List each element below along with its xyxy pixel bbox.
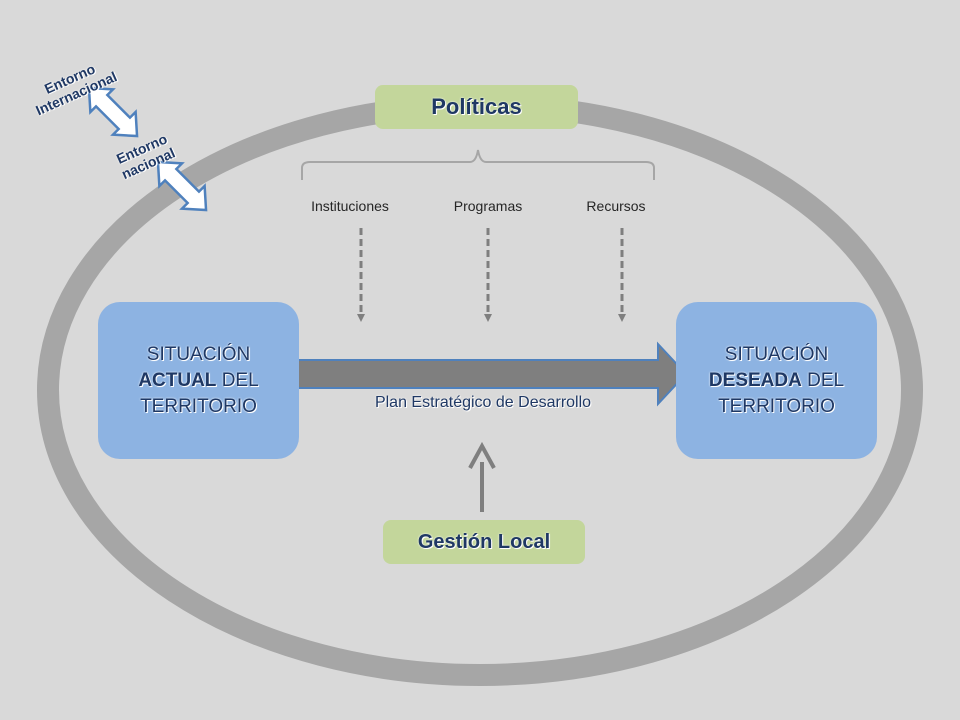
situacion-actual-rest: DEL <box>216 369 259 391</box>
situacion-actual-box: SITUACIÓN ACTUAL DEL TERRITORIO <box>98 302 299 459</box>
plan-main-arrow <box>297 341 688 407</box>
situacion-deseada-line1: SITUACIÓN <box>724 343 829 365</box>
situacion-deseada-line2: DESEADA DEL <box>709 368 844 394</box>
programas-label: Programas <box>453 198 523 214</box>
situacion-deseada-rest: DEL <box>801 369 845 391</box>
politicas-bracket <box>301 149 655 180</box>
politicas-label: Políticas <box>431 94 522 119</box>
recursos-label: Recursos <box>586 198 646 214</box>
gestion-up-arrowhead <box>468 441 496 469</box>
politicas-box: Políticas <box>375 85 578 129</box>
entorno-internacional-arrow <box>87 86 139 138</box>
entorno-nacional-arrow <box>156 160 208 212</box>
plan-label: Plan Estratégico de Desarrollo <box>374 394 592 411</box>
instituciones-label: Instituciones <box>311 198 389 214</box>
situacion-deseada-box: SITUACIÓN DESEADA DEL TERRITORIO <box>676 302 877 459</box>
situacion-actual-bold: ACTUAL <box>138 369 217 391</box>
gestion-local-box: Gestión Local <box>383 520 585 564</box>
situacion-deseada-line3: TERRITORIO <box>718 395 835 417</box>
gestion-local-label: Gestión Local <box>417 530 551 553</box>
situacion-actual-line1: SITUACIÓN <box>146 343 251 365</box>
situacion-deseada-bold: DESEADA <box>708 369 802 391</box>
situacion-actual-line3: TERRITORIO <box>140 395 257 417</box>
situacion-actual-line2: ACTUAL DEL <box>138 368 258 394</box>
